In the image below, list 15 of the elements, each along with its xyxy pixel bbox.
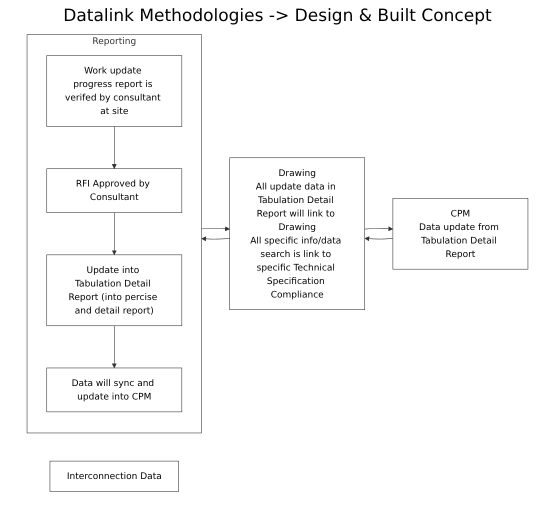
arrow — [112, 212, 117, 256]
node-box: Interconnection Data — [50, 460, 179, 492]
node-box: Data will sync and update into CPM — [46, 368, 182, 412]
arrow — [201, 226, 230, 232]
node-box: Update into Tabulation Detail Report (into percise and detail report) — [46, 254, 182, 326]
node-box: Drawing All update data in Tabulation Detail Report will link to Drawing All specific info/data search is link to specific Technical Specification Compliance — [229, 157, 366, 310]
node-box: RFI Approved by Consultant — [46, 168, 182, 213]
arrow — [364, 226, 394, 232]
arrow — [364, 236, 394, 242]
node-box: Work update progress report is verifed by consultant at site — [46, 55, 182, 127]
arrow — [112, 325, 117, 368]
arrow — [201, 236, 230, 242]
node-box: CPM Data update from Tabulation Detail Report — [392, 198, 528, 270]
diagram-title: Datalink Methodologies -> Design & Built Concept — [62, 6, 493, 26]
arrow — [112, 126, 117, 169]
